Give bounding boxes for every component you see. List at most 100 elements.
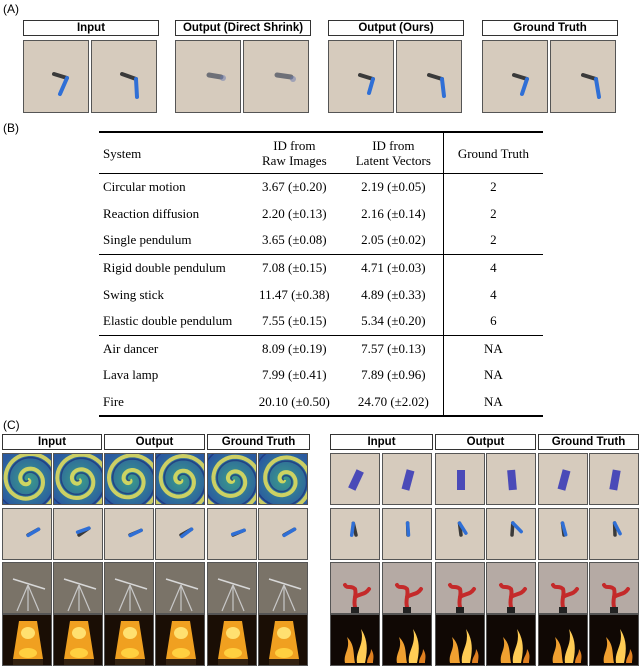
panel-b-label: (B) xyxy=(3,121,19,135)
cell-system: Reaction diffusion xyxy=(103,205,200,221)
cell-system: Circular motion xyxy=(99,172,245,201)
panel-c-right-circular-motion-frame xyxy=(538,453,588,505)
panel-c-label: (C) xyxy=(3,418,20,432)
cell-gt: 4 xyxy=(442,281,543,308)
table-row: Rigid double pendulum 7.08 (±0.15) 4.71 … xyxy=(99,253,543,282)
panel-c-right-fire-frame xyxy=(330,614,380,666)
cell-raw: 7.08 (±0.15) xyxy=(244,253,344,282)
panel-a-header-direct-shrink: Output (Direct Shrink) xyxy=(175,20,311,36)
panel-c-left-header-ground-truth: Ground Truth xyxy=(207,434,310,450)
panel-c-left-lava-lamp-frame xyxy=(2,614,52,666)
col-header-latent: ID from Latent Vectors xyxy=(343,131,444,174)
cell-latent: 5.34 (±0.20) xyxy=(361,313,426,329)
panel-c-left-lava-lamp-frame xyxy=(155,614,205,666)
cell-latent: 4.71 (±0.03) xyxy=(343,253,444,282)
panel-c-left-reaction-diffusion-frame xyxy=(2,453,52,505)
panel-c-left-swing-stick-frame xyxy=(104,562,154,614)
panel-c-left-lava-lamp-frame xyxy=(104,614,154,666)
panel-a-ours-frame-2 xyxy=(396,40,462,113)
cell-raw: 2.20 (±0.13) xyxy=(262,205,327,221)
panel-a-ours-frame-1 xyxy=(328,40,394,113)
cell-latent: 2.05 (±0.02) xyxy=(361,232,426,248)
panel-c-left-reaction-diffusion-frame xyxy=(155,453,205,505)
table-row: Lava lamp 7.99 (±0.41) 7.89 (±0.96) NA xyxy=(99,362,543,389)
col-header-raw: ID from Raw Images xyxy=(244,131,344,174)
panel-c-left-reaction-diffusion-frame xyxy=(104,453,154,505)
cell-gt: NA xyxy=(442,362,543,389)
panel-a-ground-truth-frame-2 xyxy=(550,40,616,113)
cell-system: Air dancer xyxy=(99,334,245,363)
panel-c-right-elastic-pendulum-frame xyxy=(589,508,639,560)
panel-c-right-circular-motion-frame xyxy=(330,453,380,505)
cell-system: Single pendulum xyxy=(103,232,192,248)
panel-c-right-air-dancer-frame xyxy=(382,562,432,614)
panel-a-header-ours: Output (Ours) xyxy=(328,20,464,36)
panel-a-input-frame-2 xyxy=(91,40,157,113)
panel-c-right-elastic-pendulum-frame xyxy=(486,508,536,560)
cell-raw: 8.09 (±0.19) xyxy=(244,334,344,363)
table-row: Circular motion 3.67 (±0.20) 2.19 (±0.05… xyxy=(99,172,543,201)
panel-c-left-header-input: Input xyxy=(2,434,102,450)
cell-raw: 11.47 (±0.38) xyxy=(259,286,330,302)
cell-raw: 3.65 (±0.08) xyxy=(262,232,327,248)
panel-c-left-double-pendulum-frame xyxy=(207,508,257,560)
table-row: Air dancer 8.09 (±0.19) 7.57 (±0.13) NA xyxy=(99,334,543,363)
cell-system: Fire xyxy=(99,388,245,418)
cell-gt: 4 xyxy=(442,253,543,282)
cell-gt: 6 xyxy=(442,307,543,336)
table-row: Fire 20.10 (±0.50) 24.70 (±2.02) NA xyxy=(99,388,543,418)
panel-a-direct-shrink-frame-1 xyxy=(175,40,241,113)
table-row: Elastic double pendulum 7.55 (±0.15) 5.3… xyxy=(99,307,543,336)
panel-c-left-double-pendulum-frame xyxy=(2,508,52,560)
panel-c-right-fire-frame xyxy=(435,614,485,666)
panel-c-right-header-output: Output xyxy=(435,434,536,450)
panel-c-left-double-pendulum-frame xyxy=(104,508,154,560)
cell-latent: 2.19 (±0.05) xyxy=(343,172,444,201)
panel-c-left-lava-lamp-frame xyxy=(258,614,308,666)
panel-c-left-double-pendulum-frame xyxy=(155,508,205,560)
panel-c-right-air-dancer-frame xyxy=(486,562,536,614)
panel-a-direct-shrink-frame-2 xyxy=(243,40,309,113)
panel-c-right-circular-motion-frame xyxy=(382,453,432,505)
cell-system: Rigid double pendulum xyxy=(99,253,245,282)
panel-c-right-circular-motion-frame xyxy=(486,453,536,505)
panel-a-label: (A) xyxy=(3,2,19,16)
panel-c-right-circular-motion-frame xyxy=(589,453,639,505)
panel-c-right-fire-frame xyxy=(382,614,432,666)
panel-c-left-swing-stick-frame xyxy=(2,562,52,614)
cell-system: Lava lamp xyxy=(103,367,159,383)
panel-c-right-elastic-pendulum-frame xyxy=(435,508,485,560)
panel-c-left-reaction-diffusion-frame xyxy=(207,453,257,505)
panel-c-right-air-dancer-frame xyxy=(435,562,485,614)
cell-system: Swing stick xyxy=(103,286,165,302)
cell-latent: 24.70 (±2.02) xyxy=(343,388,444,418)
panel-c-right-air-dancer-frame xyxy=(538,562,588,614)
panel-c-left-lava-lamp-frame xyxy=(207,614,257,666)
panel-c-left-swing-stick-frame xyxy=(53,562,103,614)
panel-c-left-lava-lamp-frame xyxy=(53,614,103,666)
cell-latent: 4.89 (±0.33) xyxy=(361,286,426,302)
cell-gt: NA xyxy=(442,334,543,363)
cell-latent: 2.16 (±0.14) xyxy=(361,205,426,221)
panel-c-right-air-dancer-frame xyxy=(589,562,639,614)
panel-c-left-swing-stick-frame xyxy=(155,562,205,614)
table-row: Reaction diffusion 2.20 (±0.13) 2.16 (±0… xyxy=(99,200,543,228)
panel-c-right-elastic-pendulum-frame xyxy=(382,508,432,560)
col-header-ground-truth: Ground Truth xyxy=(442,131,543,174)
panel-c-right-header-ground-truth: Ground Truth xyxy=(538,434,639,450)
cell-gt: 2 xyxy=(442,172,543,201)
panel-c-right-fire-frame xyxy=(589,614,639,666)
panel-a-ground-truth-frame-1 xyxy=(482,40,548,113)
panel-c-left-double-pendulum-frame xyxy=(53,508,103,560)
cell-raw: 3.67 (±0.20) xyxy=(244,172,344,201)
cell-gt: NA xyxy=(442,388,543,418)
cell-latent: 7.89 (±0.96) xyxy=(361,367,426,383)
table-row: Swing stick 11.47 (±0.38) 4.89 (±0.33) 4 xyxy=(99,281,543,308)
panel-c-right-elastic-pendulum-frame xyxy=(538,508,588,560)
panel-c-right-elastic-pendulum-frame xyxy=(330,508,380,560)
cell-gt: 2 xyxy=(442,200,543,228)
panel-c-right-header-input: Input xyxy=(330,434,433,450)
panel-c-left-reaction-diffusion-frame xyxy=(258,453,308,505)
panel-a-input-frame-1 xyxy=(23,40,89,113)
cell-gt: 2 xyxy=(442,227,543,255)
